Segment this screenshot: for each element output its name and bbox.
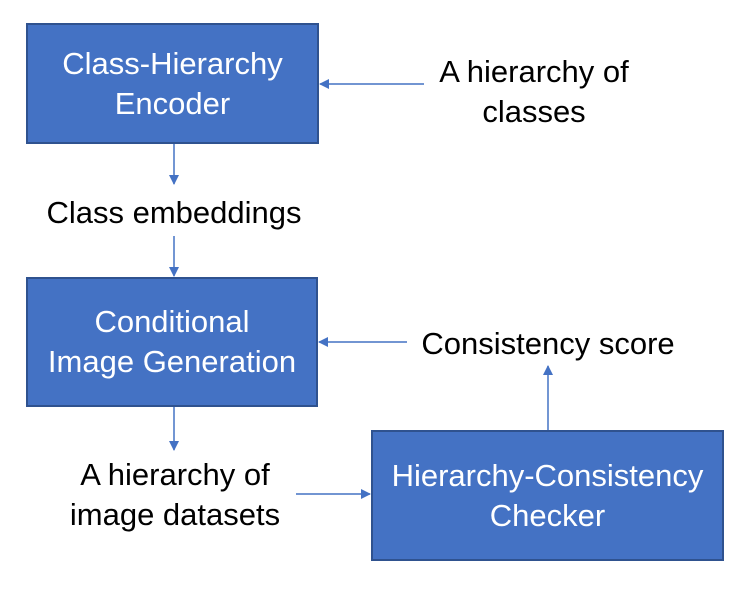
datasets-line2: image datasets [69, 496, 281, 532]
hierarchy-of-image-datasets-label: A hierarchy of image datasets [50, 455, 300, 534]
consistency-score-label: Consistency score [408, 324, 688, 364]
encoder-line1: Class-Hierarchy [62, 45, 283, 81]
conditional-image-generation-box: Conditional Image Generation [26, 277, 318, 407]
classes-line1: A hierarchy of [439, 54, 629, 89]
hierarchy-consistency-checker-box: Hierarchy-Consistency Checker [371, 430, 724, 561]
generation-line2: Image Generation [47, 344, 297, 379]
hierarchy-of-classes-label: A hierarchy of classes [424, 52, 644, 131]
encoder-line2: Encoder [114, 85, 231, 121]
generation-line1: Conditional [94, 304, 250, 340]
class-embeddings-label: Class embeddings [20, 193, 328, 233]
datasets-line1: A hierarchy of [80, 457, 270, 492]
class-hierarchy-encoder-box: Class-Hierarchy Encoder [26, 23, 319, 144]
checker-line1: Hierarchy-Consistency [391, 457, 704, 493]
classes-line2: classes [482, 93, 586, 129]
score-text: Consistency score [421, 326, 675, 361]
checker-line2: Checker [489, 497, 606, 533]
embeddings-text: Class embeddings [46, 195, 302, 230]
